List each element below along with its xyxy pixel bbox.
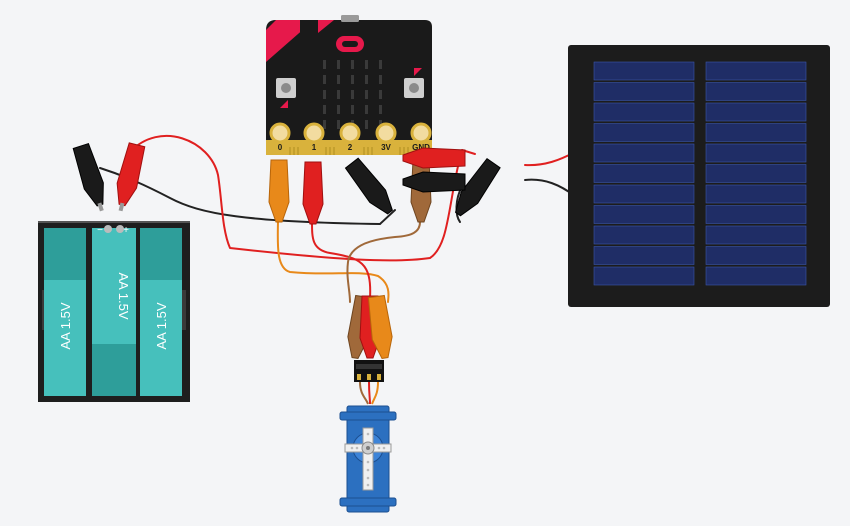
pin-label: 2 [348,143,353,152]
solar-cell [593,225,695,245]
solar-cell [705,143,807,163]
solar-panel[interactable] [568,45,830,307]
battery-cell-label: AA 1.5V [116,273,131,320]
button-a[interactable] [276,78,296,98]
wire-gnd-to-servo-ground[interactable] [346,221,421,303]
solar-cell [593,205,695,224]
alligator-clip-icon[interactable] [366,294,394,359]
solar-cell [705,246,807,265]
usb-port-icon [341,15,359,22]
battery-minus-symbol: − [97,225,103,236]
solar-cell [593,184,695,204]
solar-cell [705,164,807,183]
solar-cell [593,61,695,81]
wire-pin0-to-servo-signal[interactable] [276,217,390,303]
microbit-board[interactable]: 0 1 2 3V GND [266,15,432,155]
pin-label: 1 [312,143,317,152]
wire-solar-panel-red[interactable] [524,151,576,167]
battery-pack[interactable]: AA 1.5V AA 1.5V AA 1.5V − + [38,221,190,402]
wire-battery-plus-to-solar-plus[interactable] [129,134,476,262]
solar-cell [593,143,695,163]
alligator-clip-icon[interactable] [402,171,466,193]
alligator-clip-icon[interactable] [71,142,111,214]
pin-1[interactable]: 1 [303,122,325,152]
alligator-clip-icon[interactable] [268,159,290,223]
edge-connector [266,140,432,155]
wire-pin1-to-servo-power[interactable] [311,221,372,299]
battery-cell-label: AA 1.5V [154,302,169,349]
battery-plus-terminal[interactable] [116,225,124,233]
solar-cell [705,102,807,122]
battery-minus-terminal[interactable] [104,225,112,233]
solar-cell [705,184,807,204]
pin-0[interactable]: 0 [269,122,291,152]
servo-clips [347,294,394,359]
pin-label: 3V [381,143,391,152]
solar-cell [593,82,695,101]
solar-cell [593,123,695,142]
solar-cell [593,102,695,122]
solar-cell [593,266,695,286]
wire-solar-panel-black[interactable] [524,178,576,197]
solar-cell [705,266,807,286]
solar-cell [705,61,807,81]
alligator-clip-icon[interactable] [402,147,466,169]
solar-cell [705,205,807,224]
alligator-clip-icon[interactable] [302,161,324,225]
pin-2[interactable]: 2 [339,122,361,152]
button-b[interactable] [404,78,424,98]
solar-cell [705,123,807,142]
battery-cell-1: AA 1.5V [44,228,86,396]
solar-cells [593,61,807,286]
servo-horn[interactable] [344,427,392,491]
pin-label: 0 [278,143,283,152]
pin-label: GND [412,143,430,152]
pin-3v[interactable]: 3V [375,122,397,152]
solar-cell [705,225,807,245]
solar-cell [593,164,695,183]
pin-gnd[interactable]: GND [410,122,432,152]
alligator-clip-icon[interactable] [344,157,398,218]
servo-motor[interactable] [339,360,397,513]
battery-plus-symbol: + [123,225,129,236]
wire-battery-minus-to-gnd[interactable] [99,167,396,225]
battery-cell-label: AA 1.5V [58,302,73,349]
solar-cell [705,82,807,101]
alligator-clip-icon[interactable] [111,142,147,213]
solar-cell [593,246,695,265]
battery-cell-3: AA 1.5V [140,228,182,396]
alligator-clip-icon[interactable] [450,157,502,219]
battery-cell-2: AA 1.5V [92,228,136,396]
